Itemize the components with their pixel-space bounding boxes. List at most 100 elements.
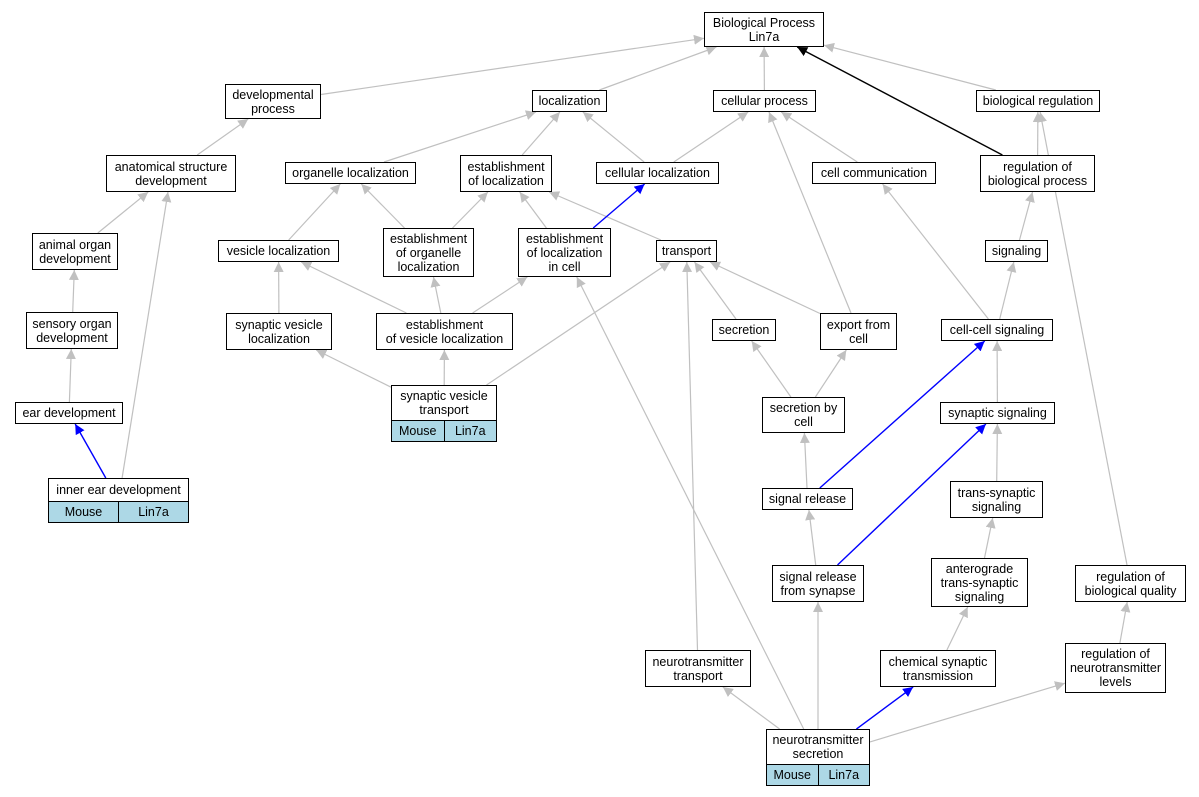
edge-sigrel-to-cellcell <box>819 340 986 489</box>
node-label-line: biological regulation <box>982 94 1094 108</box>
node-label: localization <box>539 94 601 108</box>
node-label-lines: cell-cell signaling <box>950 323 1045 337</box>
node-cellproc[interactable]: cellular process <box>713 90 816 112</box>
node-label-line: signal release <box>768 492 847 506</box>
node-label-line: transport <box>419 403 469 417</box>
node-eardev[interactable]: ear development <box>15 402 123 424</box>
edge-secbycell-to-secretion <box>751 340 792 398</box>
edge-orgloc-to-localization <box>383 110 537 163</box>
node-label-line: process <box>251 101 295 116</box>
node-label-line: establishment <box>405 317 484 332</box>
node-localization[interactable]: localization <box>532 90 607 112</box>
node-label-line: neurotransmitter <box>1069 661 1161 675</box>
edge-innerear-to-anatdev <box>121 191 172 479</box>
node-orgloc[interactable]: organelle localization <box>285 162 416 184</box>
node-label-line: development <box>135 173 207 188</box>
node-label-lines: secretion <box>719 323 770 337</box>
node-label-lines: cell communication <box>821 166 927 180</box>
node-label: ear development <box>22 406 115 420</box>
node-label: cellular localization <box>605 166 710 180</box>
node-cellcell[interactable]: cell-cell signaling <box>941 319 1053 341</box>
node-label-line: transmission <box>902 668 974 683</box>
node-cellloc[interactable]: cellular localization <box>596 162 719 184</box>
edge-transsyn-to-synsig <box>992 423 1003 482</box>
node-label-line: in cell <box>548 259 581 274</box>
node-label-line: signal release <box>779 569 857 584</box>
node-label-line: neurotransmitter <box>652 654 744 669</box>
node-label-line: organelle localization <box>292 166 409 180</box>
node-secretion[interactable]: secretion <box>712 319 776 341</box>
edge-transport-to-estloc <box>548 191 662 241</box>
edge-synvestr-to-synvesloc <box>315 349 392 388</box>
node-signaling[interactable]: signaling <box>985 240 1048 262</box>
edge-estorgloc-to-estloc <box>452 191 489 229</box>
node-label-line: establishment <box>525 231 604 246</box>
edge-export-to-transport <box>709 261 821 315</box>
node-label-line: developmental <box>232 87 314 102</box>
node-transport[interactable]: transport <box>656 240 717 262</box>
edge-secbycell-to-export <box>814 349 847 398</box>
node-label-line: localization <box>248 331 310 346</box>
node-label-lines: signaling <box>992 244 1041 258</box>
node-label-line: ear development <box>22 406 116 420</box>
node-sigrel[interactable]: signal release <box>762 488 853 510</box>
node-label-line: cell communication <box>820 166 928 180</box>
node-label-lines: organelle localization <box>292 166 409 180</box>
edge-cellcell-to-cellcomm <box>882 183 989 320</box>
node-label-line: regulation of <box>1081 647 1150 661</box>
node-label-line: sensory organ <box>32 316 112 331</box>
node-label-line: transport <box>673 668 723 683</box>
node-vesloc[interactable]: vesicle localization <box>218 240 339 262</box>
node-synsig[interactable]: synaptic signaling <box>940 402 1055 424</box>
edge-ntt-to-transport <box>682 261 699 651</box>
node-label-line: signaling <box>954 589 1005 604</box>
node-cellcomm[interactable]: cell communication <box>812 162 936 184</box>
edge-eardev-to-sensorg <box>65 348 76 403</box>
node-label-line: cell <box>794 415 813 429</box>
node-label: signal release <box>769 492 846 506</box>
edge-nts-to-estlocincell <box>576 276 805 730</box>
node-label-line: secretion <box>718 323 770 337</box>
edge-export-to-cellproc <box>768 111 852 314</box>
node-label: cell-cell signaling <box>950 323 1045 337</box>
edge-estvesloc-to-vesloc <box>300 261 407 314</box>
node-label-line: localization <box>538 94 601 108</box>
node-bioreg[interactable]: biological regulation <box>976 90 1100 112</box>
